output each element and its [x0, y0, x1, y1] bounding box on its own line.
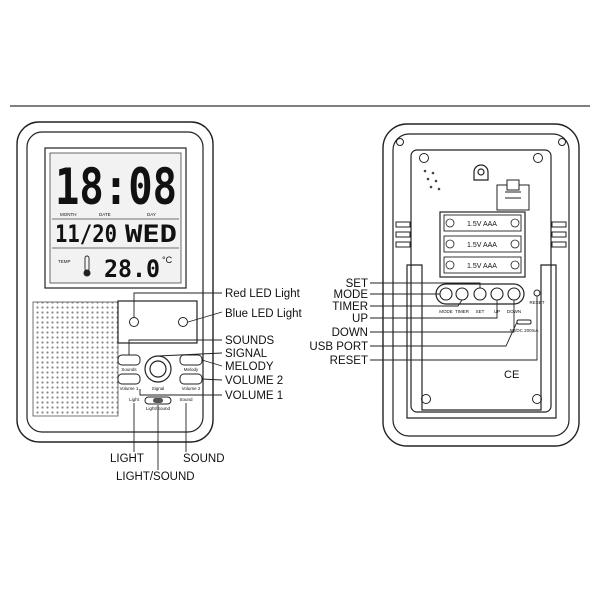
usb-port-label: 5V/DC 200mA [510, 328, 539, 333]
back-callout-lines [370, 282, 538, 361]
usb-connector [496, 179, 530, 211]
blue-led-light [178, 317, 188, 327]
signal-button-label: Signal [152, 386, 165, 391]
lcd-temp-unit: °C [162, 255, 173, 265]
signal-callout: SIGNAL [225, 348, 268, 360]
set-button[interactable] [473, 287, 487, 301]
melody-callout: MELODY [225, 361, 274, 373]
mode-callout: MODE [334, 289, 369, 301]
red-led-light [129, 317, 139, 327]
timer-button-label: TIMER [455, 309, 470, 314]
ce-mark: CE [504, 369, 519, 381]
up-button[interactable] [490, 287, 504, 301]
blue-led-callout: Blue LED Light [225, 308, 303, 320]
red-led-callout: Red LED Light [225, 288, 301, 300]
volume1-button-label: Volume 1 [120, 386, 139, 391]
front-view: 18:08 MONTH DATE DAY 11/20 WED TEMP 28.0… [16, 121, 303, 483]
side-vents [395, 221, 567, 248]
lcd-day-label: DAY [147, 212, 156, 217]
set-callout: SET [346, 278, 368, 290]
lcd-temp-label: TEMP [58, 259, 71, 264]
lcd-month-label: MONTH [60, 212, 77, 217]
battery-slot-2: 1.5V AAA [443, 235, 522, 253]
lcd-date: 11/20 [55, 220, 117, 248]
light-sound-callout: LIGHT/SOUND [116, 471, 195, 483]
timer-callout: TIMER [332, 301, 368, 313]
lcd-screen [49, 152, 182, 284]
down-callout: DOWN [332, 327, 368, 339]
light-sound-switch-knob [153, 398, 163, 403]
corner-screws [396, 138, 566, 404]
lcd-time: 18:08 [55, 158, 177, 216]
melody-button-label: Melody [184, 367, 199, 372]
melody-button[interactable] [179, 354, 203, 366]
light-button-label: Light [129, 397, 140, 402]
thermometer-icon [83, 255, 91, 277]
signal-button[interactable] [149, 360, 167, 378]
battery-slot-3: 1.5V AAA [443, 256, 522, 274]
volume2-button-label: Volume 2 [182, 386, 201, 391]
lcd-date-label: DATE [99, 212, 111, 217]
speaker-grill [32, 301, 119, 417]
usb-port-callout: USB PORT [309, 341, 368, 353]
reset-callout: RESET [330, 355, 368, 367]
speaker-holes [423, 169, 441, 191]
hanging-hole-icon [473, 164, 489, 181]
lcd-temperature: 28.0 [104, 255, 160, 283]
reset-button[interactable] [533, 289, 541, 297]
volume1-callout: VOLUME 1 [225, 390, 283, 402]
sound-button-label: Sound [179, 397, 193, 402]
back-view: 1.5V AAA 1.5V AAA 1.5V AAA [309, 123, 580, 447]
back-panel [410, 149, 552, 413]
battery-1-label: 1.5V AAA [467, 221, 497, 228]
light-callout: LIGHT [110, 453, 144, 465]
battery-slot-1: 1.5V AAA [443, 214, 522, 232]
volume2-callout: VOLUME 2 [225, 375, 283, 387]
front-callout-lines [128, 292, 223, 470]
up-callout: UP [352, 313, 368, 325]
set-button-label: SET [476, 309, 485, 314]
sound-callout: SOUND [183, 453, 225, 465]
battery-3-label: 1.5V AAA [467, 263, 497, 270]
volume2-button[interactable] [179, 373, 203, 385]
volume1-button[interactable] [117, 373, 141, 385]
mode-button[interactable] [439, 287, 453, 301]
timer-button[interactable] [455, 287, 469, 301]
mode-button-label: MODE [439, 309, 453, 314]
usb-port[interactable] [516, 319, 532, 325]
sounds-button-label: Sounds [121, 367, 137, 372]
lcd-weekday: WED [125, 220, 177, 248]
stand-frame [406, 264, 557, 419]
battery-2-label: 1.5V AAA [467, 242, 497, 249]
sounds-button[interactable] [117, 354, 141, 366]
sounds-callout: SOUNDS [225, 335, 275, 347]
down-button[interactable] [507, 287, 521, 301]
